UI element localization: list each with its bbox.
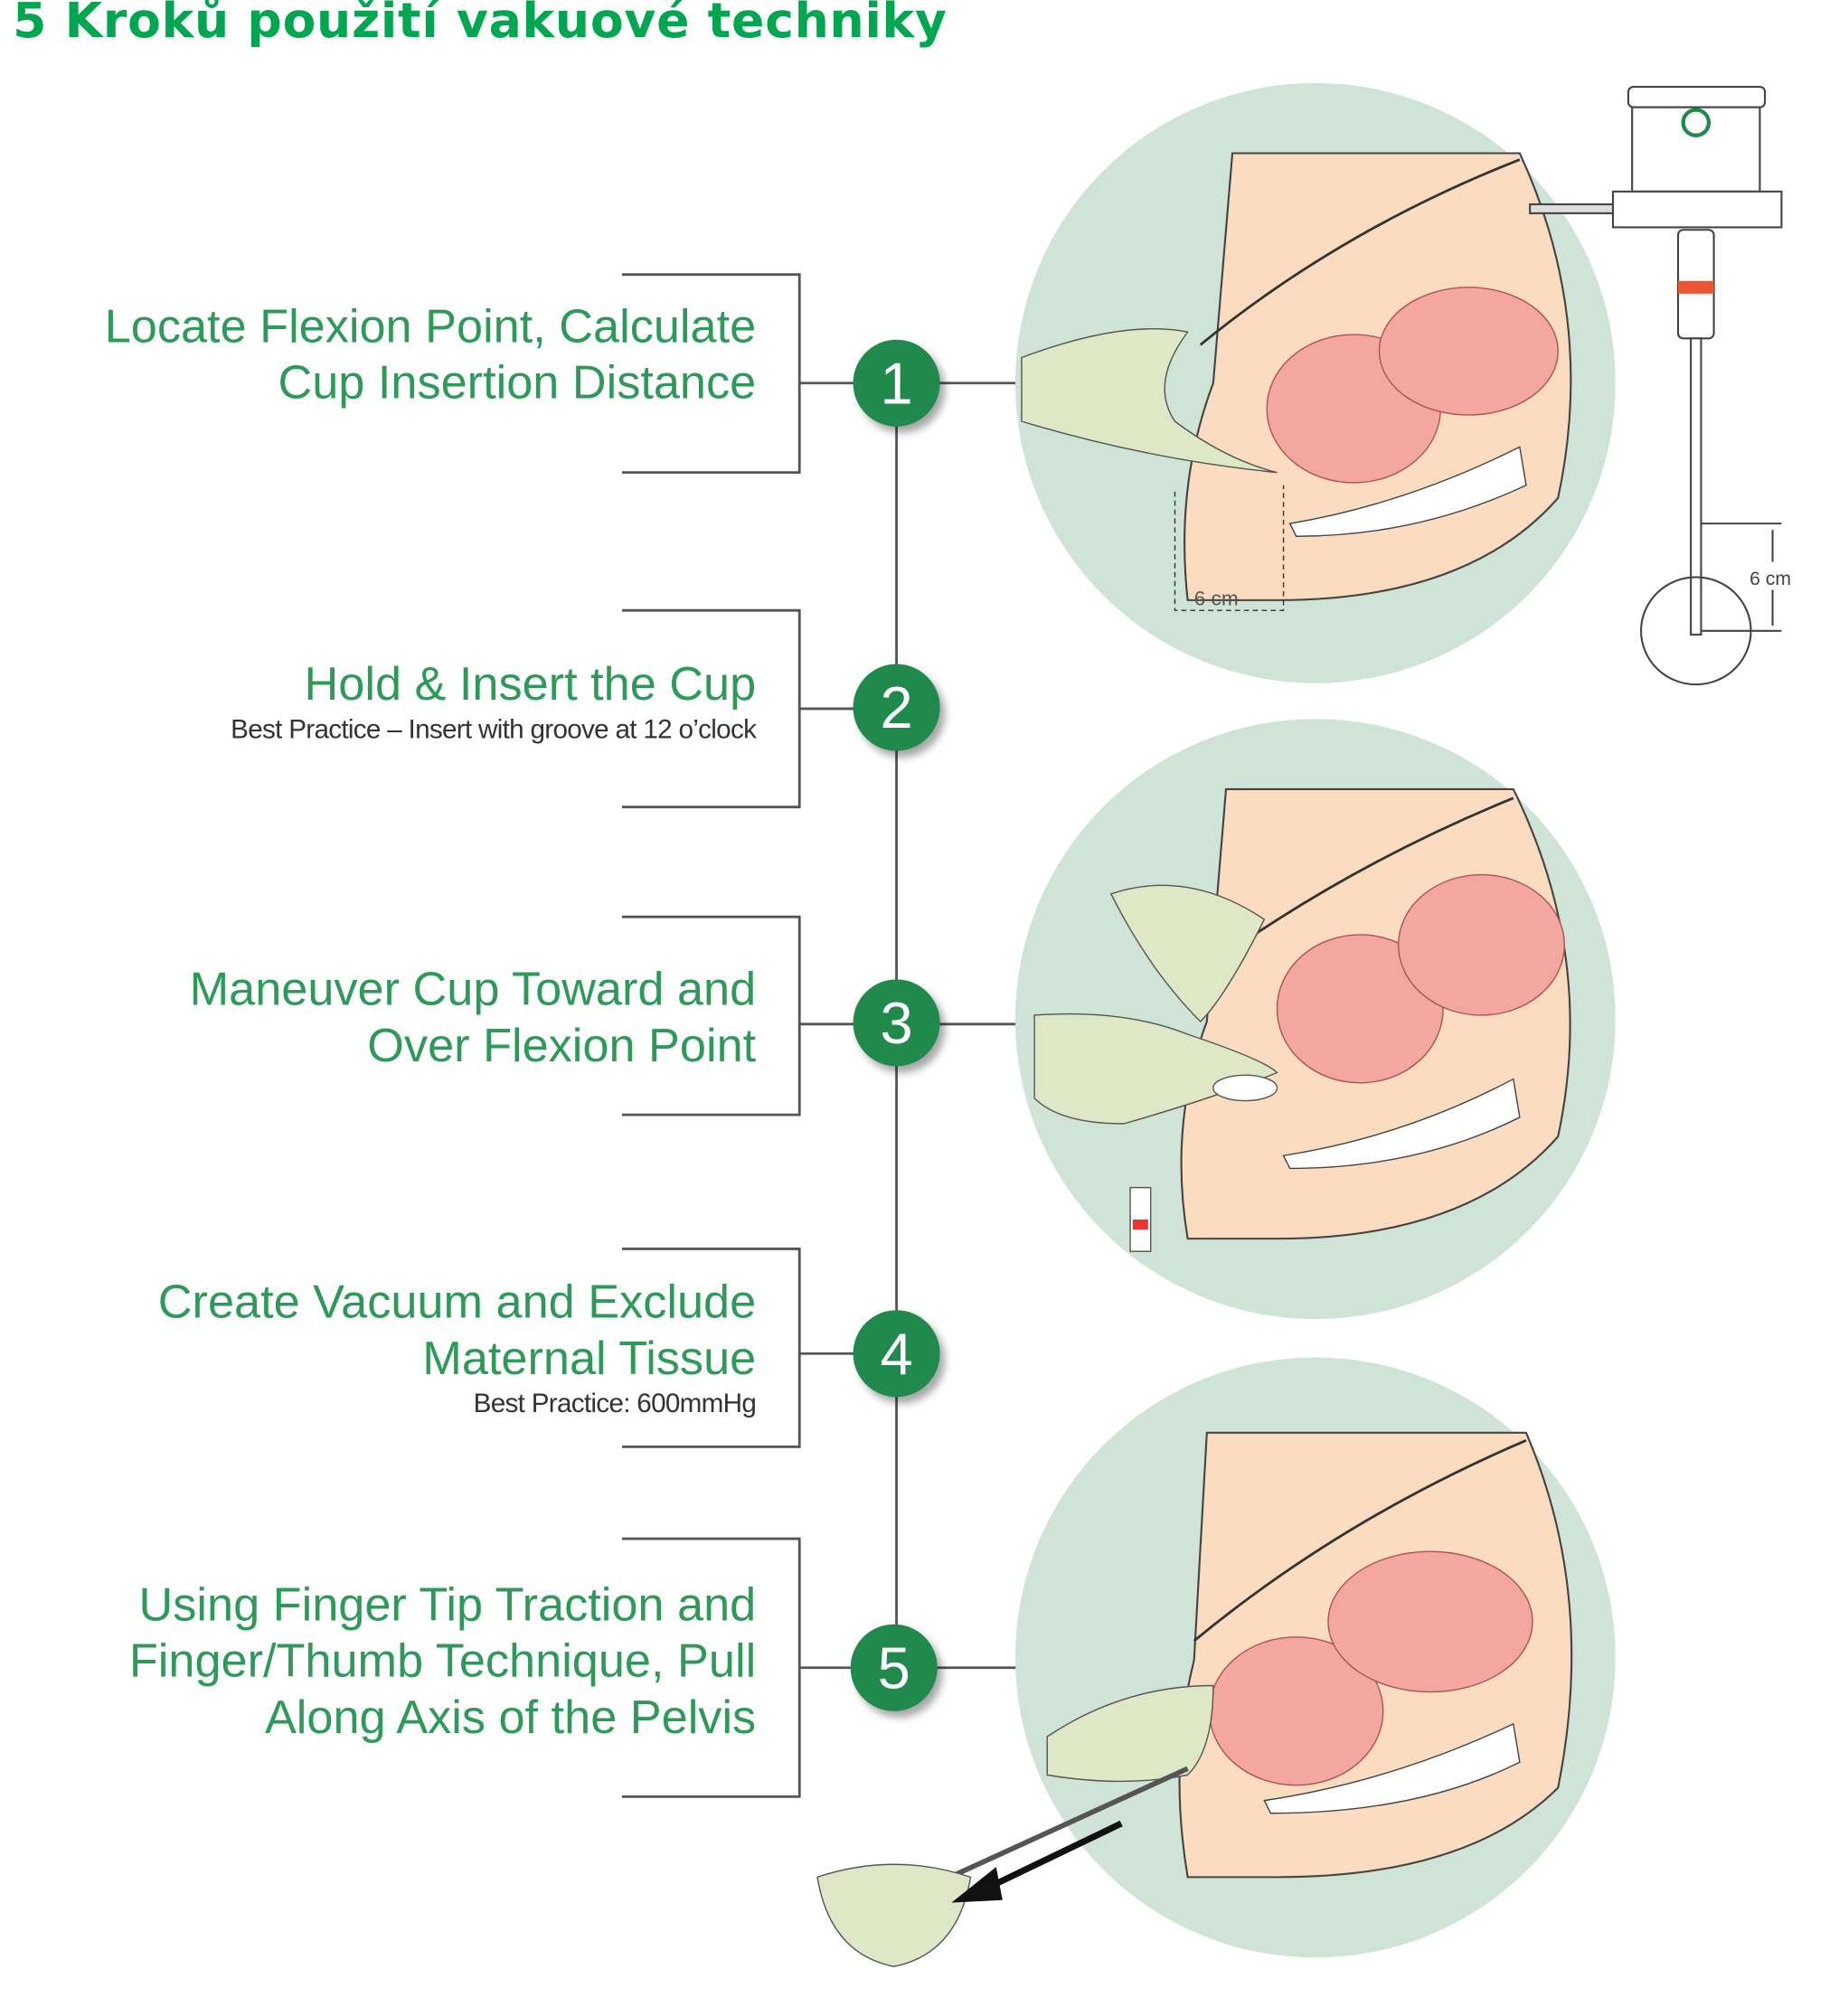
step-5-badge: 5: [850, 1624, 938, 1711]
bracket-3: [621, 915, 801, 1116]
bracket-1: [621, 273, 801, 475]
step-5-line-3: Along Axis of the Pelvis: [264, 1691, 757, 1744]
step-1-line-1: Locate Flexion Point, Calculate: [104, 299, 757, 353]
step-2-text: Hold & Insert the Cup Best Practice – In…: [231, 656, 757, 749]
step-4-line-2: Maternal Tissue: [422, 1332, 757, 1385]
illustration-step-5: [816, 1357, 1616, 1967]
illustration-step-1: 6 cm: [1014, 82, 1616, 683]
step-3-text: Maneuver Cup Toward and Over Flexion Poi…: [190, 962, 757, 1074]
step-4-badge: 4: [853, 1310, 940, 1398]
step-5-line-2: Finger/Thumb Technique, Pull: [128, 1634, 757, 1687]
step-2-note: Best Practice – Insert with groove at 12…: [231, 715, 757, 745]
step-4-line-1: Create Vacuum and Exclude: [157, 1276, 757, 1328]
step-3-badge: 3: [853, 979, 940, 1067]
step-5-line-1: Using Finger Tip Traction and: [138, 1578, 757, 1631]
insertion-distance-label: 6 cm: [1194, 588, 1239, 610]
step-1-line-2: Cup Insertion Distance: [278, 356, 757, 409]
step-3-line-2: Over Flexion Point: [367, 1019, 757, 1072]
step-1-text: Locate Flexion Point, Calculate Cup Inse…: [105, 299, 756, 411]
vacuum-device-illustration: 6 cm: [1529, 85, 1791, 686]
step-2-badge: 2: [853, 664, 940, 751]
step-4-note: Best Practice: 600mmHg: [473, 1389, 757, 1419]
bracket-4: [621, 1248, 801, 1448]
step-2-line-1: Hold & Insert the Cup: [304, 657, 757, 711]
step-4-text: Create Vacuum and Exclude Maternal Tissu…: [157, 1275, 757, 1423]
step-1-badge: 1: [853, 339, 940, 427]
step-3-line-1: Maneuver Cup Toward and: [189, 963, 757, 1015]
step-5-text: Using Finger Tip Traction and Finger/Thu…: [129, 1577, 756, 1745]
illustration-step-3: [1014, 719, 1616, 1320]
page-title: 5 Kroků použití vakuové techniky: [13, 0, 948, 49]
device-distance-label: 6 cm: [1749, 569, 1791, 589]
